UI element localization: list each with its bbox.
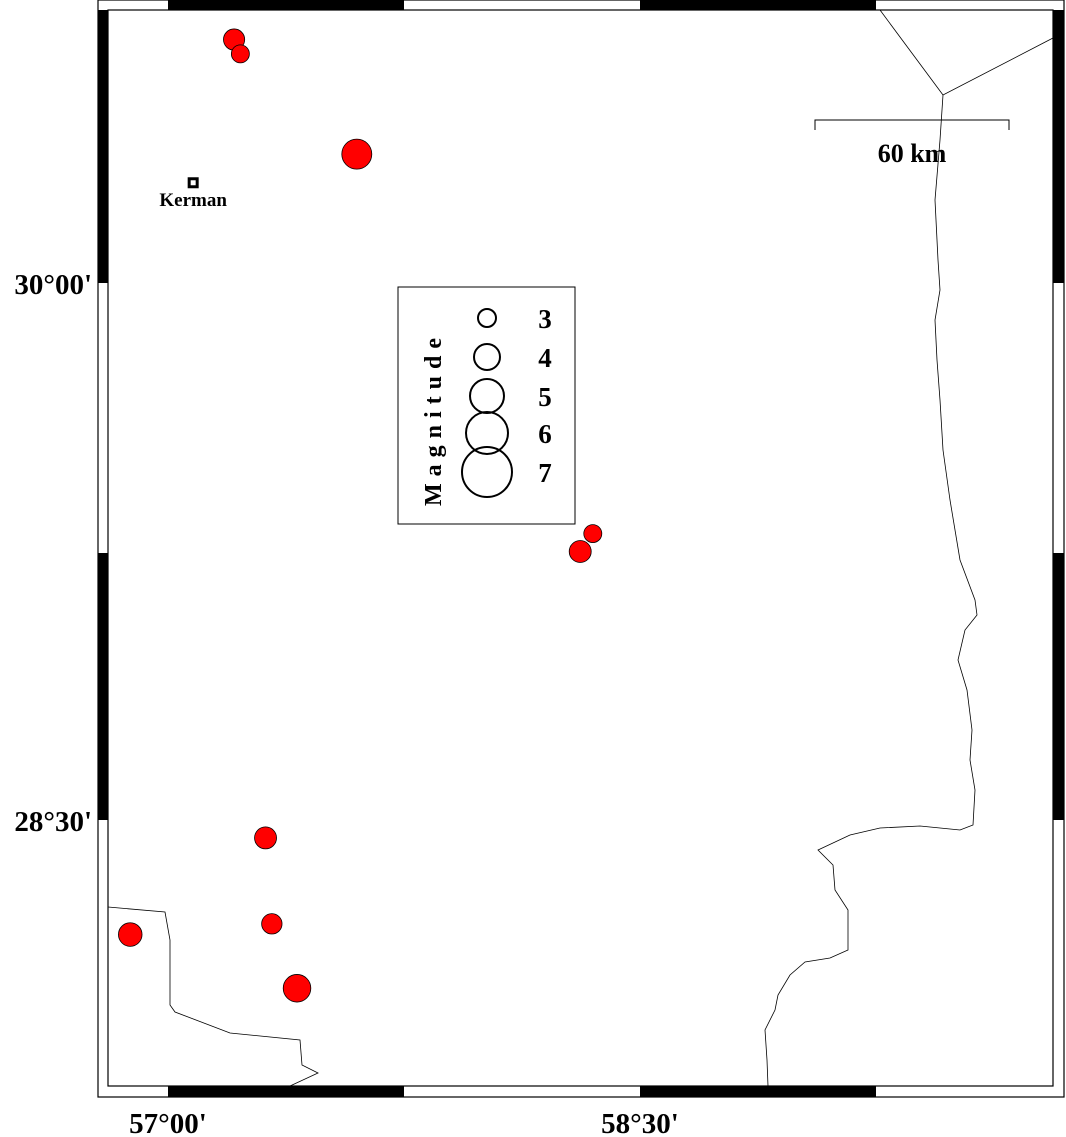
legend-circle [473,343,501,371]
earthquake-events [118,28,603,1003]
border-line-east-south [764,94,978,1087]
city-marker-icon [187,177,199,189]
y-tick-label: 30°00' [14,269,92,301]
earthquake-event [230,44,250,64]
x-tick-label: 57°00' [129,1108,207,1137]
legend-title: Magnitude [421,331,447,506]
legend-label: 7 [538,458,552,488]
map-frame [97,0,1065,1098]
y-tick-label: 28°30' [14,806,92,838]
border-line-east [879,9,1054,96]
legend-circle [465,411,509,455]
boundary-lines [107,9,1054,1087]
earthquake-event [282,974,312,1003]
legend-label: 5 [538,382,552,412]
legend-label: 4 [538,343,552,373]
scale-bar-label: 60 km [878,139,947,168]
legend-circle [461,446,513,498]
scale-bar: 60 km [814,119,1010,168]
earthquake-event [341,138,373,170]
earthquake-event [118,922,143,947]
earthquake-event [583,524,603,543]
legend-label: 3 [538,304,552,334]
earthquake-event [261,913,283,935]
city-kerman: Kerman [159,177,227,211]
city-label: Kerman [159,190,227,211]
legend-label: 6 [538,419,552,449]
legend-circle [477,308,497,328]
magnitude-legend: Magnitude 3 4 5 6 7 [397,286,576,525]
earthquake-event [568,540,592,563]
border-line-southwest [107,906,319,1087]
earthquake-event [254,826,277,850]
x-tick-label: 58°30' [601,1108,679,1137]
